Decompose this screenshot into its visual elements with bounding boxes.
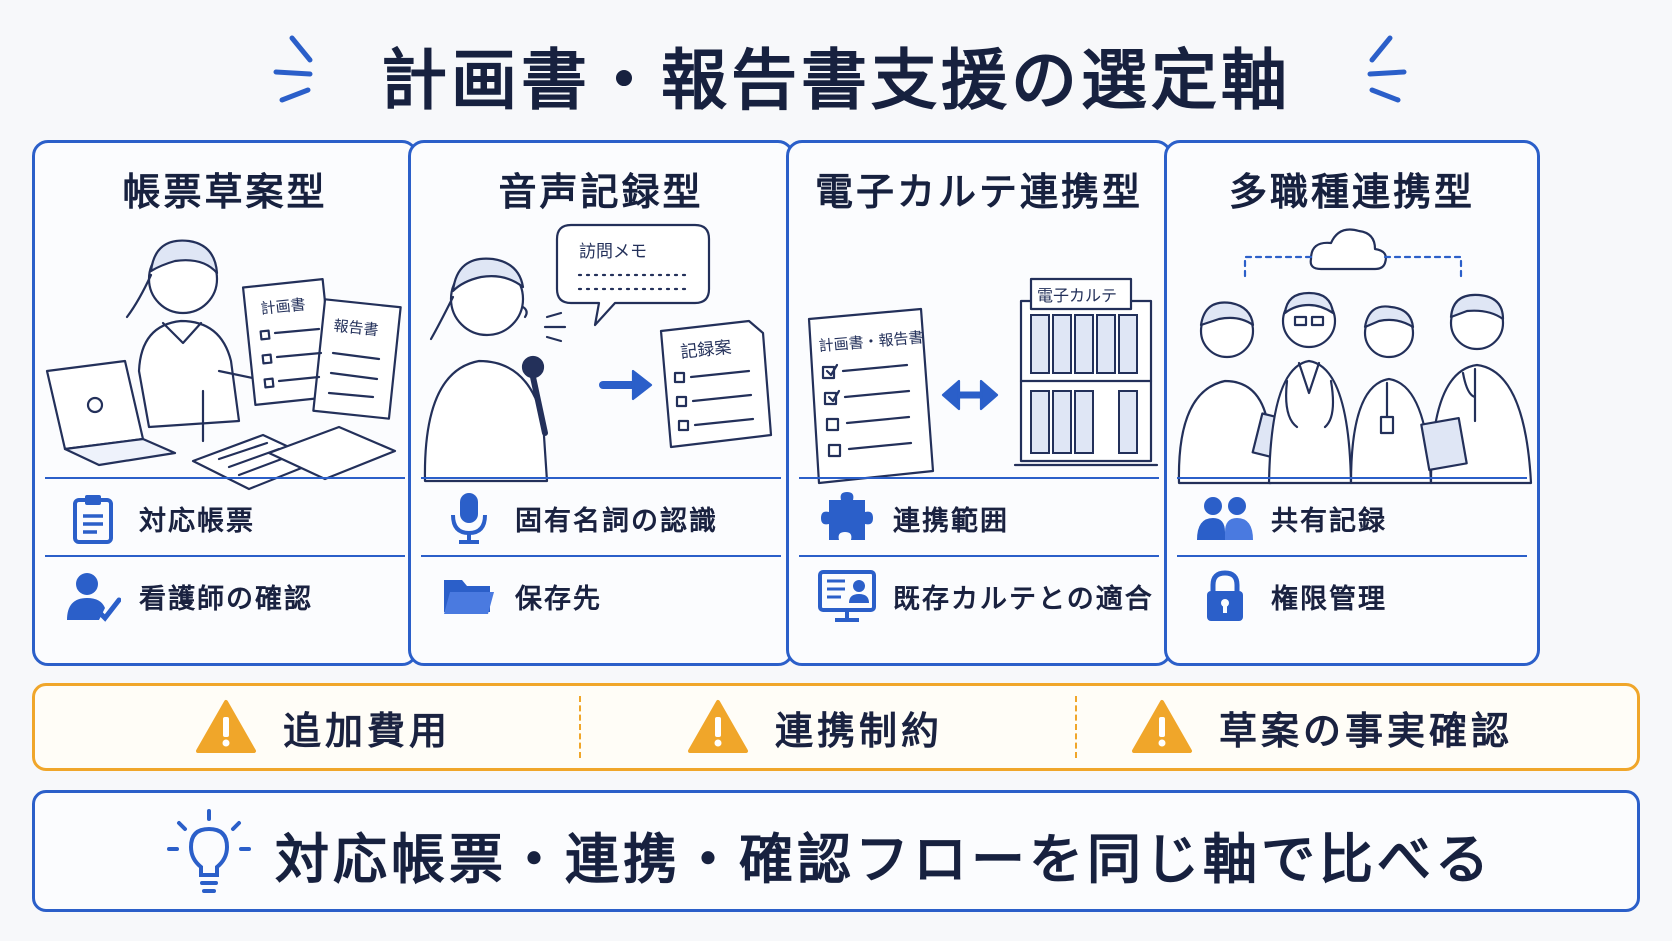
warning-icon <box>1132 700 1192 753</box>
row-proper-noun: 固有名詞の認識 <box>421 481 781 555</box>
row-label: 権限管理 <box>1271 583 1387 615</box>
card-title: 音声記録型 <box>498 170 704 214</box>
divider <box>1177 477 1527 479</box>
warning-icon <box>196 700 256 753</box>
folder-icon <box>444 580 494 614</box>
card-ehr-link: 電子カルテ連携型 <box>786 140 1172 666</box>
nurse-laptop-illustration: 計画書 報告書 <box>45 239 402 491</box>
summary-bar: 対応帳票・連携・確認フローを同じ軸で比べる <box>32 790 1640 912</box>
card-form-draft: 帳票草案型 <box>32 140 418 666</box>
warning-label: 追加費用 <box>283 708 452 753</box>
row-link-scope: 連携範囲 <box>799 481 1159 555</box>
row-label: 共有記録 <box>1271 505 1387 537</box>
row-chart-fit: 既存カルテとの適合 <box>799 559 1159 633</box>
card-multidisciplinary: 多職種連携型 <box>1164 140 1540 666</box>
row-label: 既存カルテとの適合 <box>893 583 1154 615</box>
lightbulb-icon <box>167 809 251 893</box>
warning-item-fact-check: 草案の事実確認 <box>1131 686 1513 768</box>
header: 計画書・報告書支援の選定軸 <box>0 20 1672 130</box>
dashed-divider <box>1075 696 1077 758</box>
row-label: 対応帳票 <box>139 505 255 537</box>
warning-item-constraint: 連携制約 <box>687 686 943 768</box>
row-label: 固有名詞の認識 <box>515 505 718 537</box>
divider <box>421 477 781 479</box>
warning-icon <box>688 700 748 753</box>
row-label: 連携範囲 <box>893 505 1009 537</box>
doc-label-plan: 計画書 <box>260 295 307 318</box>
doc-label-report: 報告書 <box>333 317 380 340</box>
divider <box>1177 555 1527 557</box>
row-save-location: 保存先 <box>421 559 781 633</box>
card-grid: 帳票草案型 <box>32 140 1640 666</box>
sparkle-right-icon <box>1367 35 1407 103</box>
lock-icon <box>1207 570 1243 621</box>
card-title: 多職種連携型 <box>1228 170 1475 214</box>
row-access-control: 権限管理 <box>1177 559 1537 633</box>
dashed-divider <box>579 696 581 758</box>
row-label: 保存先 <box>515 583 602 615</box>
warning-label: 草案の事実確認 <box>1219 708 1514 753</box>
puzzle-icon <box>821 492 873 540</box>
nurse-check-icon <box>67 573 121 622</box>
divider <box>421 555 781 557</box>
people-icon <box>1197 497 1253 540</box>
row-nurse-check: 看護師の確認 <box>45 559 405 633</box>
ehr-illustration: 計画書・報告書 電子カルテ <box>807 277 1159 485</box>
card-title: 電子カルテ連携型 <box>814 170 1143 214</box>
divider <box>45 555 405 557</box>
summary-text: 対応帳票・連携・確認フローを同じ軸で比べる <box>275 828 1493 891</box>
page-title: 計画書・報告書支援の選定軸 <box>381 42 1291 119</box>
bubble-label-visit-memo: 訪問メモ <box>579 242 647 262</box>
card-voice-record: 音声記録型 <box>408 140 794 666</box>
row-shared-records: 共有記録 <box>1177 481 1537 555</box>
divider <box>799 477 1159 479</box>
team-cloud-illustration <box>1177 228 1533 485</box>
divider <box>799 555 1159 557</box>
warning-bar: 追加費用 連携制約 草案の事実確認 <box>32 683 1640 771</box>
sparkle-left-icon <box>273 35 313 103</box>
clipboard-icon <box>73 495 113 544</box>
warning-label: 連携制約 <box>775 708 944 753</box>
divider <box>45 477 405 479</box>
row-label: 看護師の確認 <box>139 583 313 615</box>
cabinet-label-ehr: 電子カルテ <box>1037 286 1117 305</box>
warning-item-cost: 追加費用 <box>195 686 451 768</box>
row-supported-forms: 対応帳票 <box>45 481 405 555</box>
monitor-profile-icon <box>818 570 876 622</box>
voice-memo-illustration: 訪問メモ 記録案 <box>423 223 773 483</box>
card-title: 帳票草案型 <box>122 170 328 214</box>
microphone-icon <box>451 493 487 544</box>
